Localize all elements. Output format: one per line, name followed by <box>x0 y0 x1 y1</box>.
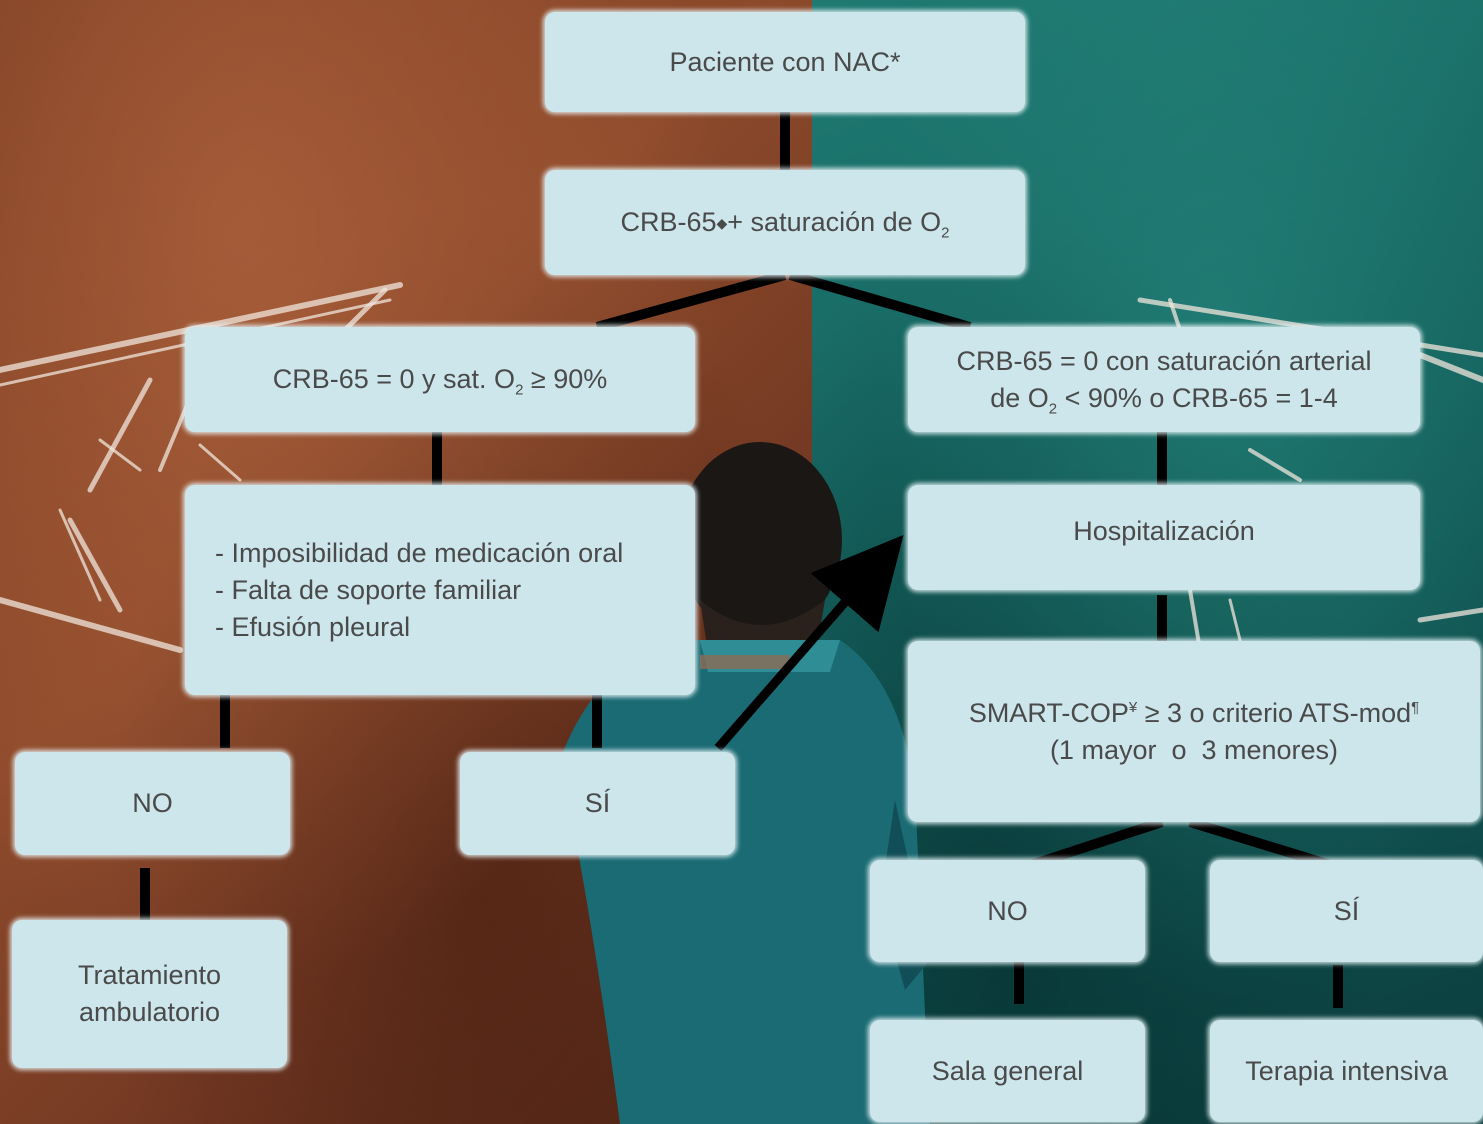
left-criteria-text: CRB-65 = 0 y sat. O <box>272 364 516 394</box>
smartcop-threshold-text: ≥ 3 o criterio ATS-mod <box>1137 697 1412 728</box>
diamond-icon: ◆ <box>716 214 728 231</box>
node-crb65-zero-sat-ok: CRB-65 = 0 y sat. O2 ≥ 90% <box>185 327 695 432</box>
node-sala-label: Sala general <box>931 1055 1084 1086</box>
node-exclusion-criteria: - Imposibilidad de medicación oral - Fal… <box>185 485 695 695</box>
o2-subscript: 2 <box>1048 399 1058 417</box>
criteria-item-family-support: - Falta de soporte familiar <box>215 574 522 605</box>
node-no-right-label: NO <box>987 895 1028 926</box>
connector-crb65-to-right <box>788 270 972 332</box>
connector-crb65-to-left <box>595 270 787 332</box>
exclusion-criteria-list: - Imposibilidad de medicación oral - Fal… <box>215 535 623 646</box>
node-smartcop-label: SMART-COP¥ ≥ 3 o criterio ATS-mod¶ (1 ma… <box>969 695 1419 769</box>
node-paciente: Paciente con NAC* <box>545 12 1025 112</box>
node-si-left: SÍ <box>460 752 735 855</box>
node-crb65-saturacion: CRB-65◆+ saturación de O2 <box>545 170 1025 275</box>
node-tratamiento-ambulatorio: Tratamiento ambulatorio <box>12 920 287 1068</box>
ambulatorio-line2: ambulatorio <box>78 997 221 1027</box>
node-no-right: NO <box>870 860 1145 962</box>
node-paciente-label: Paciente con NAC* <box>669 46 901 77</box>
node-ambulatorio-label: Tratamiento ambulatorio <box>78 957 221 1031</box>
pilcrow-footnote-mark: ¶ <box>1411 698 1420 716</box>
node-si-right-label: SÍ <box>1333 895 1360 926</box>
node-right-criteria-label: CRB-65 = 0 con saturación arterial de O2… <box>957 343 1372 417</box>
o2-subscript: 2 <box>941 223 950 241</box>
node-terapia-label: Terapia intensiva <box>1245 1055 1448 1086</box>
crb65-text: CRB-65 <box>620 206 717 237</box>
yen-footnote-mark: ¥ <box>1128 698 1138 716</box>
node-no-left-label: NO <box>132 788 173 818</box>
criteria-item-pleural-effusion: - Efusión pleural <box>215 611 411 642</box>
node-left-criteria-label: CRB-65 = 0 y sat. O2 ≥ 90% <box>273 361 608 398</box>
node-terapia-intensiva: Terapia intensiva <box>1210 1020 1483 1122</box>
node-crb65-label: CRB-65◆+ saturación de O2 <box>620 204 949 242</box>
node-si-right: SÍ <box>1210 860 1483 962</box>
node-no-left: NO <box>15 752 290 855</box>
right-criteria-line2-post: < 90% o CRB-65 = 1-4 <box>1057 382 1338 413</box>
node-smart-cop: SMART-COP¥ ≥ 3 o criterio ATS-mod¶ (1 ma… <box>908 641 1480 822</box>
smartcop-text: SMART-COP <box>968 697 1129 728</box>
ambulatorio-line1: Tratamiento <box>77 960 222 990</box>
node-sala-general: Sala general <box>870 1020 1145 1122</box>
o2-subscript: 2 <box>515 381 524 399</box>
saturacion-text: + saturación de O <box>727 206 942 237</box>
left-criteria-threshold: ≥ 90% <box>523 364 608 394</box>
right-criteria-line2-pre: de O <box>990 382 1049 413</box>
node-hospitalizacion-label: Hospitalización <box>1073 516 1255 546</box>
node-si-left-label: SÍ <box>584 788 611 818</box>
arrow-si-to-hospitalizacion <box>714 534 904 751</box>
smartcop-line2: (1 mayor o 3 menores) <box>1049 734 1339 765</box>
criteria-item-oral-medication: - Imposibilidad de medicación oral <box>215 537 624 568</box>
right-criteria-line1: CRB-65 = 0 con saturación arterial <box>956 345 1372 376</box>
node-crb65-high-risk: CRB-65 = 0 con saturación arterial de O2… <box>908 327 1420 432</box>
node-hospitalizacion: Hospitalización <box>908 485 1420 590</box>
